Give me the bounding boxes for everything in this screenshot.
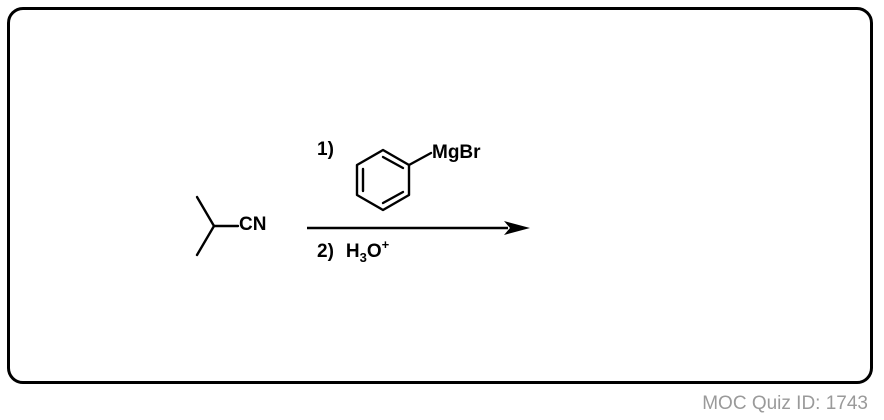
arrow-head xyxy=(504,221,530,235)
reaction-arrow xyxy=(307,221,530,235)
benzene-ring xyxy=(355,148,433,212)
hydronium-subscript: 3 xyxy=(359,250,367,265)
isobutyronitrile-skeleton xyxy=(195,195,240,257)
hydronium-h: H xyxy=(345,241,360,262)
lower-methyl-bond xyxy=(195,224,216,257)
hydronium-o: O xyxy=(366,241,382,262)
hydronium-charge: + xyxy=(381,237,390,252)
step1-number: 1) xyxy=(317,139,334,160)
nitrile-label: CN xyxy=(239,214,267,235)
step2-number: 2) xyxy=(317,241,334,262)
step2-reagent-row: 2) H3O+ xyxy=(317,238,389,264)
benzene-double-bond-top xyxy=(381,155,405,170)
upper-methyl-bond xyxy=(195,195,216,228)
scheme-frame xyxy=(7,7,873,384)
benzene-double-bond-bottom xyxy=(381,190,405,205)
mgbr-label: MgBr xyxy=(432,142,481,163)
quiz-id-label: MOC Quiz ID: 1743 xyxy=(702,393,868,414)
magnesium-bond xyxy=(407,151,433,167)
benzene-hexagon xyxy=(355,148,411,212)
